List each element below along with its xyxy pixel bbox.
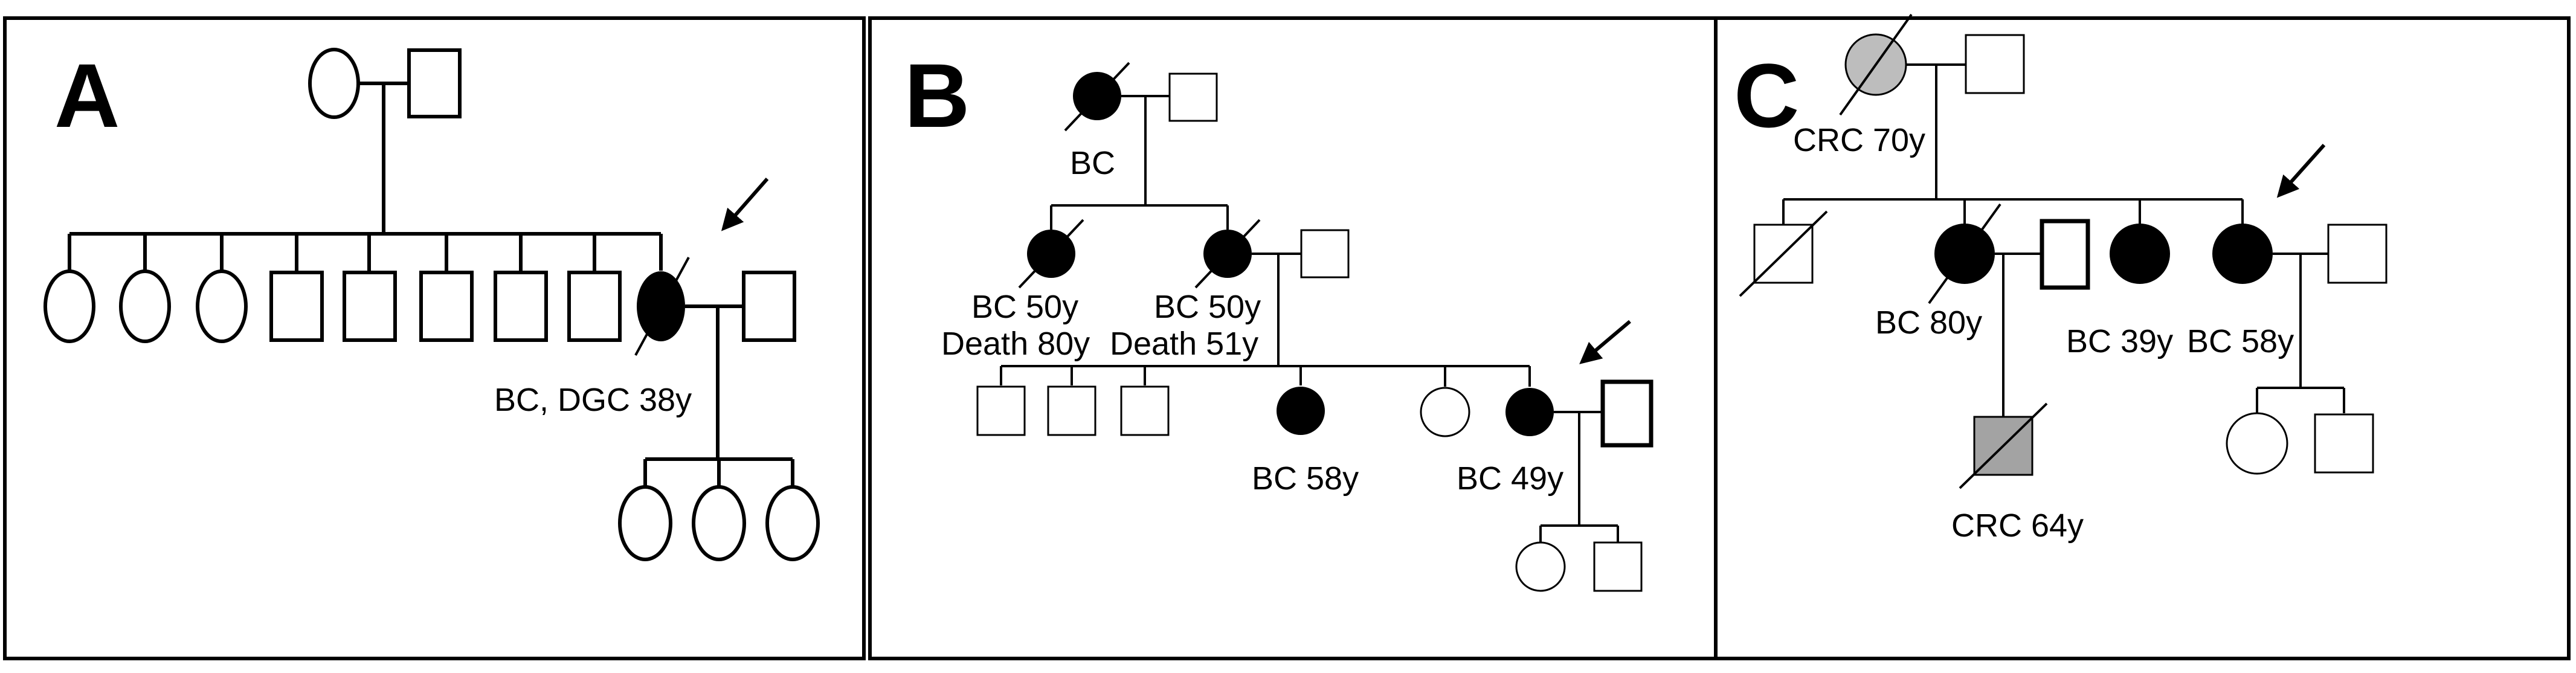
- b-deceased-slash: [1018, 219, 1084, 289]
- b-cousin-symbol: [1047, 385, 1096, 436]
- panel-c-border: [1714, 16, 2571, 660]
- a-grandmother-symbol: [308, 48, 360, 119]
- b-deceased-slash: [1064, 62, 1130, 132]
- c-proband-symbol: [2212, 224, 2273, 284]
- a-proband-arrow: [721, 178, 769, 231]
- a-sister-symbol: [119, 269, 171, 343]
- a-brother-symbol: [567, 271, 622, 342]
- b-sister-affected-symbol: [1277, 387, 1325, 435]
- a-deceased-slash: [634, 257, 690, 356]
- c-proband-spouse-symbol: [2327, 224, 2388, 284]
- a-brother-symbol: [343, 271, 397, 342]
- panel-a-letter: A: [54, 45, 120, 146]
- a-proband-spouse-symbol: [742, 271, 796, 342]
- b-daughter-symbol: [1515, 541, 1566, 592]
- a-daughter-symbol: [765, 485, 820, 561]
- b-deceased-slash: [1194, 219, 1261, 289]
- a-proband-label: BC, DGC 38y: [494, 382, 692, 418]
- a-brother-symbol: [269, 271, 324, 342]
- b-aunt-label-line1: BC 50y: [971, 289, 1078, 325]
- c-sibling2-symbol: [2110, 224, 2170, 284]
- b-mother-label-line1: BC 50y: [1154, 289, 1261, 325]
- b-son-symbol: [1593, 541, 1643, 592]
- a-sister-symbol: [196, 269, 248, 343]
- b-sister-symbol: [1420, 387, 1470, 437]
- c-sibling1-label: BC 80y: [1875, 304, 1982, 341]
- c-deceased-slash: [1839, 13, 1913, 116]
- c-grandfather-symbol: [1965, 34, 2025, 94]
- a-brother-symbol: [494, 271, 548, 342]
- panel-a: A BC, DGC 38y: [3, 16, 866, 660]
- b-proband-spouse-symbol: [1600, 379, 1653, 448]
- panel-a-border: [3, 16, 866, 660]
- c-deceased-slash: [1739, 210, 1828, 297]
- panel-c-letter: C: [1734, 45, 1799, 146]
- c-deceased-slash: [1959, 402, 2048, 489]
- c-proband-arrow: [2276, 144, 2326, 198]
- b-sister-label: BC 58y: [1252, 460, 1359, 497]
- c-deceased-slash: [1928, 203, 2001, 304]
- a-daughter-symbol: [692, 485, 746, 561]
- b-father-symbol: [1300, 229, 1350, 279]
- a-brother-symbol: [419, 271, 474, 342]
- a-sister-symbol: [43, 269, 95, 343]
- panel-b: B BC BC 50y Death 80y BC 50y Death 51y: [868, 16, 1718, 660]
- b-grandfather-symbol: [1168, 72, 1218, 122]
- b-proband-arrow: [1579, 320, 1631, 364]
- c-sibling1-spouse-symbol: [2040, 219, 2090, 290]
- b-grandmother-label: BC: [1070, 145, 1115, 181]
- panel-b-letter: B: [904, 45, 970, 146]
- c-daughter-symbol: [2226, 412, 2288, 475]
- panel-c: C CRC 70y BC 80y BC 39y BC 58y: [1714, 13, 2571, 660]
- b-proband-label: BC 49y: [1457, 460, 1563, 497]
- c-proband-label: BC 58y: [2187, 323, 2294, 359]
- a-grandfather-symbol: [407, 48, 462, 118]
- c-sibling2-label: BC 39y: [2066, 323, 2173, 359]
- a-daughter-symbol: [618, 485, 672, 561]
- b-mother-label-line2: Death 51y: [1110, 326, 1258, 362]
- b-cousin-symbol: [1120, 385, 1170, 436]
- b-proband-symbol: [1505, 388, 1554, 436]
- b-cousin-symbol: [976, 385, 1026, 436]
- c-grandmother-label: CRC 70y: [1793, 122, 1925, 158]
- b-aunt-label-line2: Death 80y: [941, 326, 1090, 362]
- c-son-symbol: [2314, 413, 2374, 474]
- c-nephew-label: CRC 64y: [1951, 507, 2084, 544]
